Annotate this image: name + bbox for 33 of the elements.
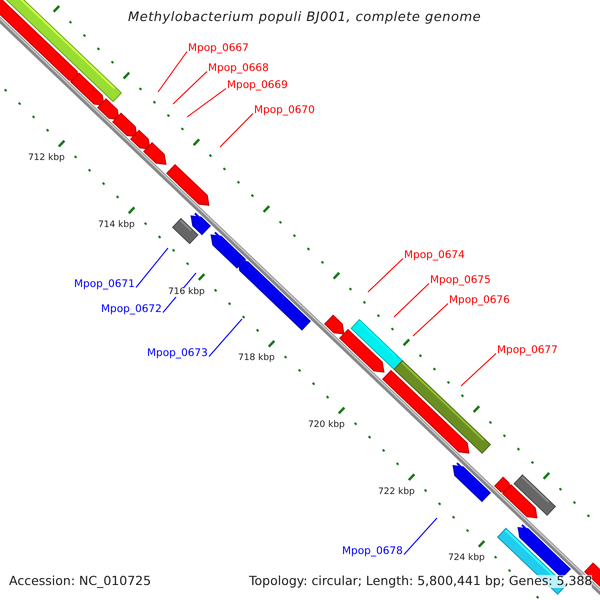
- map-title: Methylobacterium populi BJ001, complete genome: [128, 11, 482, 24]
- scale-label: 718 kbp: [238, 354, 275, 364]
- gene-label: Mpop_0670: [254, 104, 315, 115]
- leader-line: [158, 51, 188, 92]
- scale-label: 720 kbp: [308, 420, 345, 430]
- leader-line: [136, 248, 168, 288]
- leader-line: [220, 113, 254, 148]
- leader-line: [368, 258, 404, 292]
- gene-label: Mpop_0676: [449, 294, 510, 305]
- scale-label: 724 kbp: [448, 554, 485, 564]
- leader-line: [412, 303, 448, 336]
- gene-label: Mpop_0669: [227, 80, 288, 90]
- footer-text: Topology: circular; Length: 5,800,441 bp; Genes: 5,388: [249, 575, 592, 588]
- scale-label: 722 kbp: [378, 488, 415, 497]
- leader-line: [460, 353, 496, 386]
- leader-line: [404, 518, 438, 555]
- gene-label: Mpop_0674: [404, 250, 465, 260]
- gene-label: Mpop_0678: [342, 546, 403, 556]
- scale-label: 716 kbp: [168, 288, 205, 297]
- leader-line: [394, 283, 430, 318]
- leader-line: [186, 88, 226, 118]
- gene-label: Mpop_0672: [101, 304, 162, 314]
- leader-line: [208, 318, 242, 357]
- gene-label: Mpop_0677: [497, 344, 558, 355]
- leader-line: [172, 71, 208, 104]
- scale-label: 714 kbp: [98, 220, 135, 230]
- scale-label: 712 kbp: [28, 154, 65, 164]
- gene-label: Mpop_0675: [430, 274, 491, 285]
- gene-label: Mpop_0673: [147, 348, 208, 358]
- gene-label: Mpop_0671: [74, 278, 135, 289]
- gene-label: Mpop_0667: [188, 42, 249, 53]
- footer-text: Accession: NC_010725: [9, 575, 152, 588]
- gene-label: Mpop_0668: [208, 62, 269, 73]
